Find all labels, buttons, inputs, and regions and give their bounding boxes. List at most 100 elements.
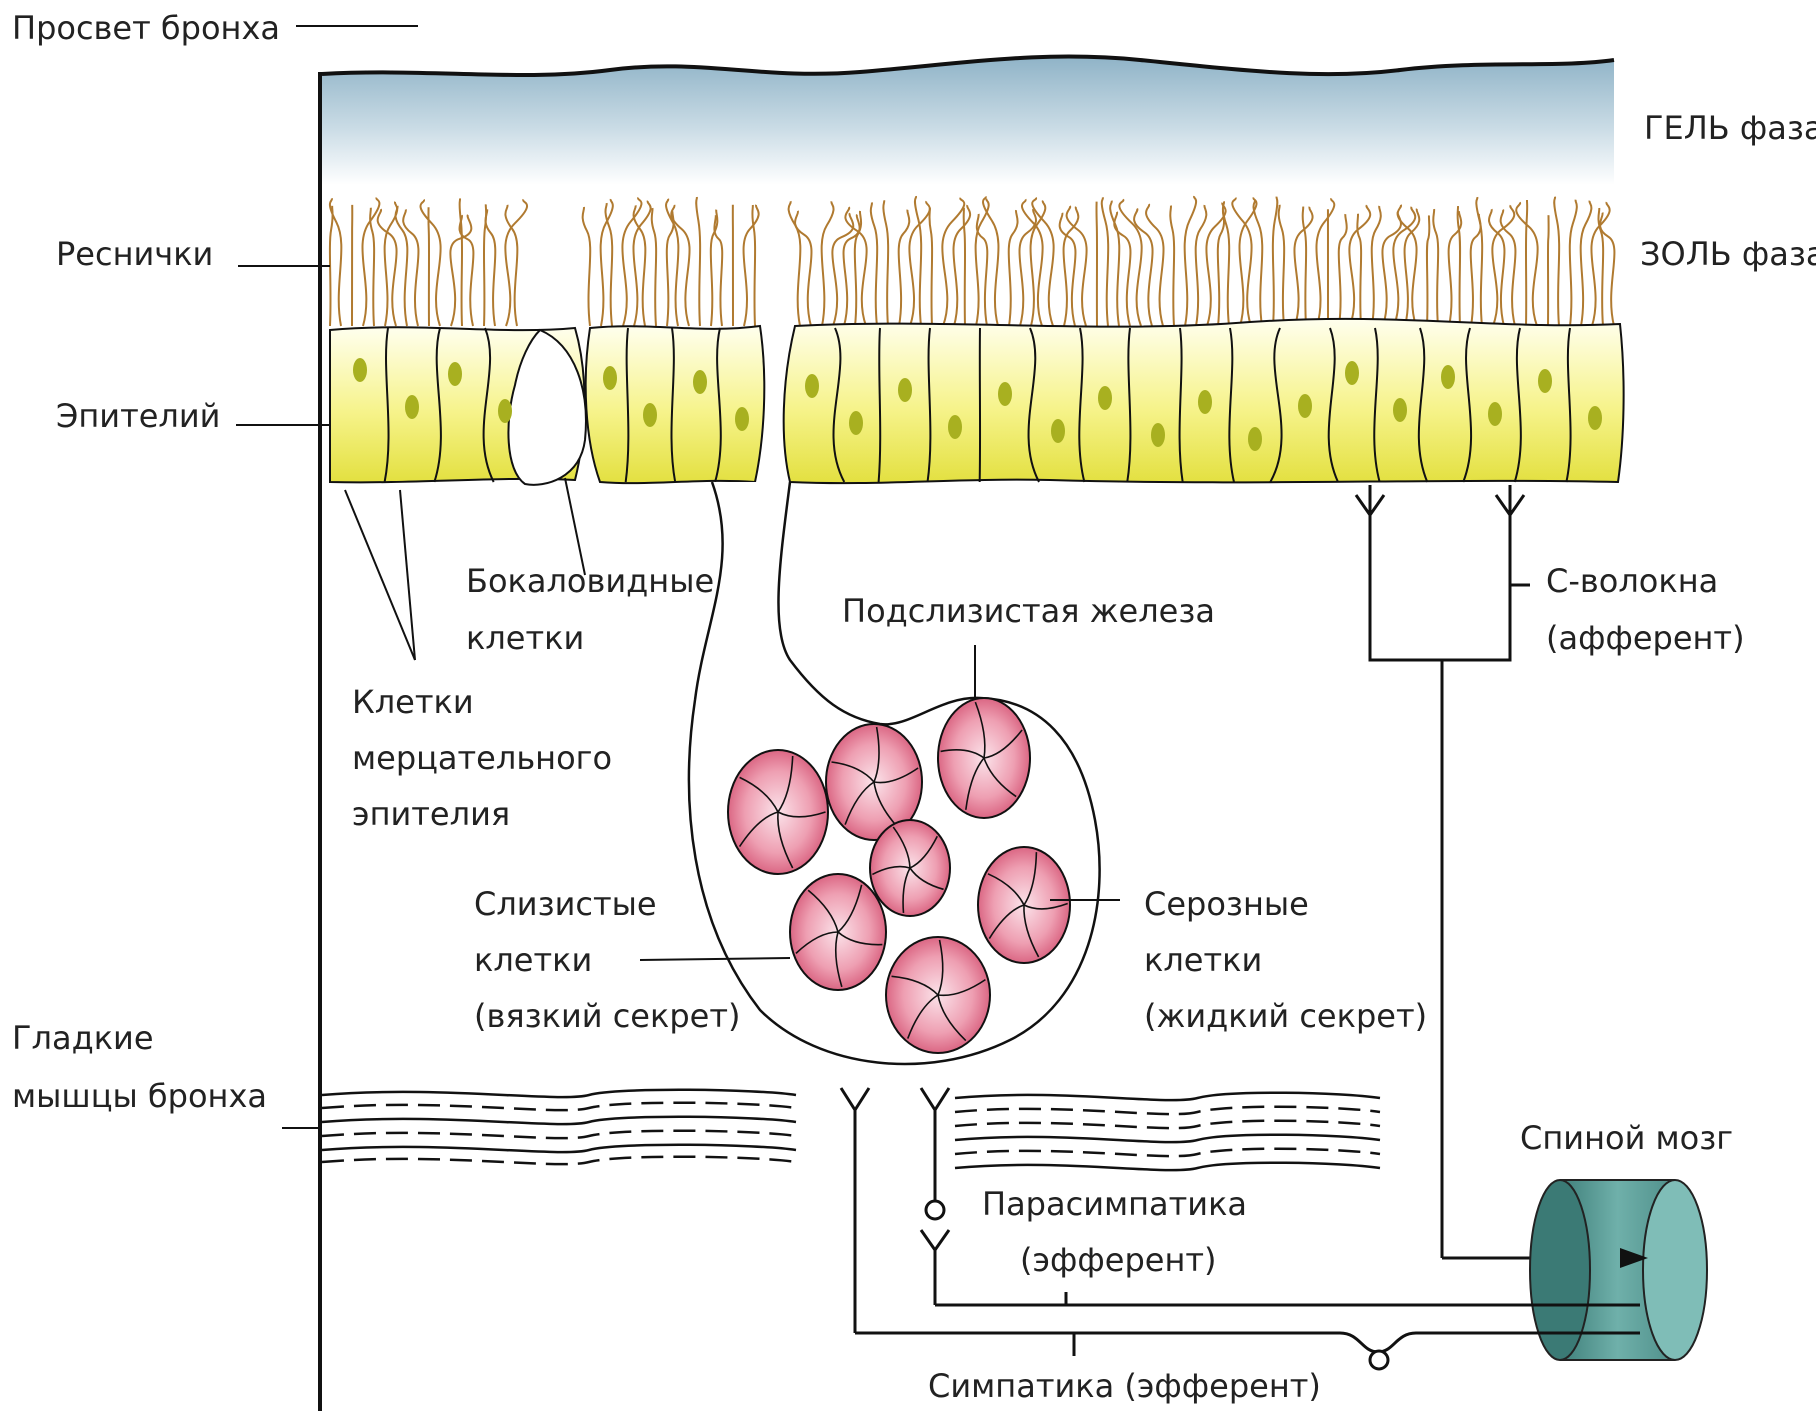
cilium bbox=[1476, 197, 1482, 326]
cell-nucleus bbox=[1051, 419, 1065, 443]
cilium bbox=[485, 209, 495, 326]
cilium bbox=[622, 198, 641, 326]
ciliated-label-line2: мерцательного bbox=[352, 742, 612, 774]
cilium bbox=[696, 197, 700, 326]
ciliated-label-line3: эпителия bbox=[352, 798, 510, 830]
cell-nucleus bbox=[998, 382, 1012, 406]
cilium bbox=[1357, 214, 1361, 326]
muscle-fiber bbox=[955, 1163, 1380, 1170]
muscle-fiber-dashed bbox=[322, 1157, 796, 1164]
cilium bbox=[871, 202, 877, 326]
cilium bbox=[964, 208, 965, 326]
cilium bbox=[1526, 200, 1527, 326]
muscle-fiber-dashed bbox=[322, 1103, 796, 1110]
cilium bbox=[667, 211, 674, 326]
muscle-fiber bbox=[322, 1117, 796, 1124]
acinus bbox=[728, 750, 828, 874]
serous-label-line2: клетки bbox=[1144, 944, 1262, 976]
cell-nucleus bbox=[1538, 369, 1552, 393]
muscle-fiber bbox=[322, 1090, 796, 1097]
cilium bbox=[899, 210, 910, 326]
sympathetic-label: Симпатика (эфферент) bbox=[928, 1370, 1321, 1402]
cilium bbox=[1279, 205, 1284, 326]
muscle-fiber-dashed bbox=[955, 1149, 1380, 1156]
cell-nucleus bbox=[735, 407, 749, 431]
cilium bbox=[855, 211, 861, 326]
cilium bbox=[1206, 203, 1225, 326]
cilium bbox=[915, 196, 921, 326]
lumen-label: Просвет бронха bbox=[12, 12, 280, 44]
cilium bbox=[714, 215, 722, 326]
cell-nucleus bbox=[849, 411, 863, 435]
cilium bbox=[1433, 209, 1438, 326]
acinus bbox=[978, 847, 1070, 963]
mucous-label-line1: Слизистые bbox=[474, 888, 657, 920]
ciliated-label-line1: Клетки bbox=[352, 686, 474, 718]
muscle-fiber bbox=[955, 1135, 1380, 1142]
cell-nucleus bbox=[353, 358, 367, 382]
cell-nucleus bbox=[603, 366, 617, 390]
cell-nucleus bbox=[1098, 386, 1112, 410]
cilium bbox=[1009, 210, 1018, 326]
muscle-fiber-dashed bbox=[955, 1107, 1380, 1114]
cilium bbox=[1316, 198, 1334, 326]
mucous-label-line2: клетки bbox=[474, 944, 592, 976]
cilium bbox=[1458, 206, 1461, 326]
cilium bbox=[1548, 215, 1549, 326]
acinus bbox=[870, 820, 950, 916]
cilia-layer bbox=[330, 196, 1615, 326]
cell-nucleus bbox=[643, 403, 657, 427]
cilium bbox=[428, 207, 429, 326]
epithelium-segment-middle bbox=[586, 326, 765, 483]
cilium bbox=[883, 200, 888, 326]
muscle-fiber bbox=[322, 1145, 796, 1152]
gel-phase-label: ГЕЛЬ фаза bbox=[1644, 112, 1816, 144]
cilium bbox=[1339, 214, 1347, 326]
cell-nucleus bbox=[1151, 423, 1165, 447]
parasympathetic-label-line1: Парасимпатика bbox=[982, 1188, 1247, 1220]
serous-label-line1: Серозные bbox=[1144, 888, 1309, 920]
cilium bbox=[1196, 205, 1207, 326]
cilium bbox=[652, 208, 656, 326]
cell-nucleus bbox=[693, 370, 707, 394]
epithelium-layer bbox=[330, 319, 1624, 485]
cilium bbox=[832, 213, 853, 326]
cell-nucleus bbox=[1441, 365, 1455, 389]
cilium bbox=[1102, 197, 1108, 326]
gland-label: Подслизистая железа bbox=[842, 595, 1215, 627]
cilium bbox=[1303, 207, 1307, 326]
cilium bbox=[370, 208, 374, 326]
c-fibers-label-line2: (афферент) bbox=[1546, 622, 1745, 654]
serous-label-line3: (жидкий секрет) bbox=[1144, 1000, 1427, 1032]
goblet-label-line1: Бокаловидные bbox=[466, 565, 714, 597]
cilium bbox=[1096, 202, 1097, 326]
muscle-fiber bbox=[955, 1093, 1380, 1100]
smooth-muscle-label-line1: Гладкие bbox=[12, 1022, 154, 1054]
cilium bbox=[953, 205, 970, 326]
cilium bbox=[396, 206, 408, 326]
cell-nucleus bbox=[405, 395, 419, 419]
cell-nucleus bbox=[1198, 390, 1212, 414]
cell-nucleus bbox=[498, 399, 512, 423]
cilium bbox=[330, 206, 333, 326]
muscle-fiber-dashed bbox=[322, 1131, 796, 1138]
cilium bbox=[1022, 199, 1043, 326]
acinus bbox=[790, 874, 886, 990]
cell-nucleus bbox=[1345, 361, 1359, 385]
cilium bbox=[1471, 214, 1481, 326]
cilium bbox=[1427, 215, 1429, 326]
cilium bbox=[744, 205, 759, 326]
cell-nucleus bbox=[948, 415, 962, 439]
cilia-label: Реснички bbox=[56, 238, 213, 270]
cilium bbox=[1218, 210, 1224, 326]
spinal-cord-label: Спиной мозг bbox=[1520, 1122, 1733, 1154]
cilium bbox=[1185, 196, 1196, 326]
goblet-label-line2: клетки bbox=[466, 622, 584, 654]
cell-nucleus bbox=[1248, 427, 1262, 451]
smooth-muscle-label-line2: мышцы бронха bbox=[12, 1080, 267, 1112]
c-fibers-label-line1: С-волокна bbox=[1546, 565, 1718, 597]
muscle-fiber-dashed bbox=[955, 1121, 1380, 1128]
cilium bbox=[1273, 197, 1277, 326]
cilium bbox=[1554, 197, 1559, 326]
